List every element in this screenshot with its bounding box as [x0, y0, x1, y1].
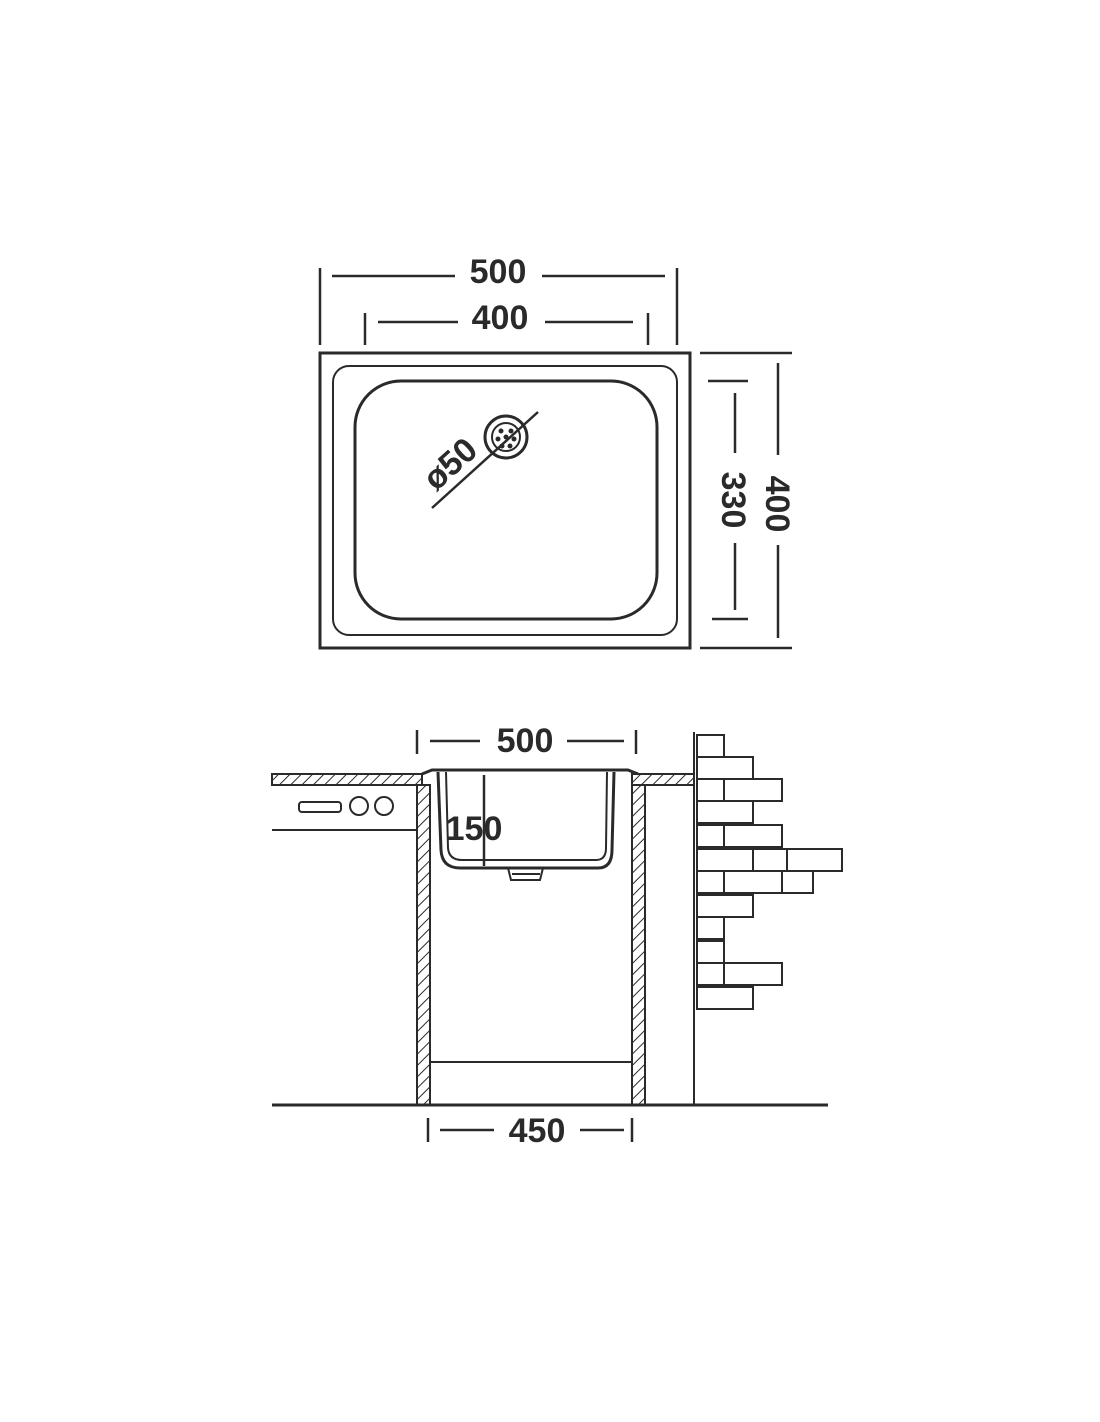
top-depth-400-dimension — [700, 351, 792, 650]
cabinet-wall-left — [416, 784, 431, 1106]
cabinet-wall-right — [631, 784, 646, 1106]
drain-icon — [483, 414, 529, 460]
sink-bowl-inner-profile — [445, 771, 608, 861]
side-width-500-label: 500 — [497, 722, 554, 760]
top-bowl-depth-330-label: 330 — [714, 472, 752, 529]
cabinet-width-450-dimension — [426, 1118, 634, 1142]
drain-diameter-label: ø50 — [416, 430, 485, 497]
appliance-slot-icon — [298, 801, 342, 813]
top-view: ø50 500 400 330 — [318, 253, 796, 650]
top-depth-400-label: 400 — [758, 476, 796, 533]
top-width-500-dimension — [318, 268, 679, 345]
drain-diameter-leader — [431, 411, 539, 509]
top-bowl-width-400-label: 400 — [472, 299, 529, 337]
top-bowl-width-400-dimension — [363, 313, 650, 345]
bowl-height-150-label: 150 — [446, 810, 503, 848]
cabinet-width-450-label: 450 — [509, 1112, 566, 1150]
brick-wall — [693, 732, 843, 1105]
sink-bowl-profile — [436, 771, 616, 870]
countertop-right — [631, 773, 695, 786]
sink-outer-rim — [318, 351, 692, 650]
sink-bowl-outline — [353, 379, 659, 621]
sink-rim-profile — [421, 768, 639, 776]
sink-inner-rim — [332, 365, 678, 636]
top-width-500-label: 500 — [470, 253, 527, 291]
side-width-500-dimension — [415, 730, 638, 754]
appliance-knob-icon — [374, 796, 394, 816]
top-bowl-depth-330-dimension — [708, 379, 748, 621]
side-view: 150 500 450 — [271, 722, 843, 1150]
drain-outlet-icon — [507, 867, 544, 881]
countertop-left — [271, 773, 423, 786]
appliance-knob-icon — [349, 796, 369, 816]
